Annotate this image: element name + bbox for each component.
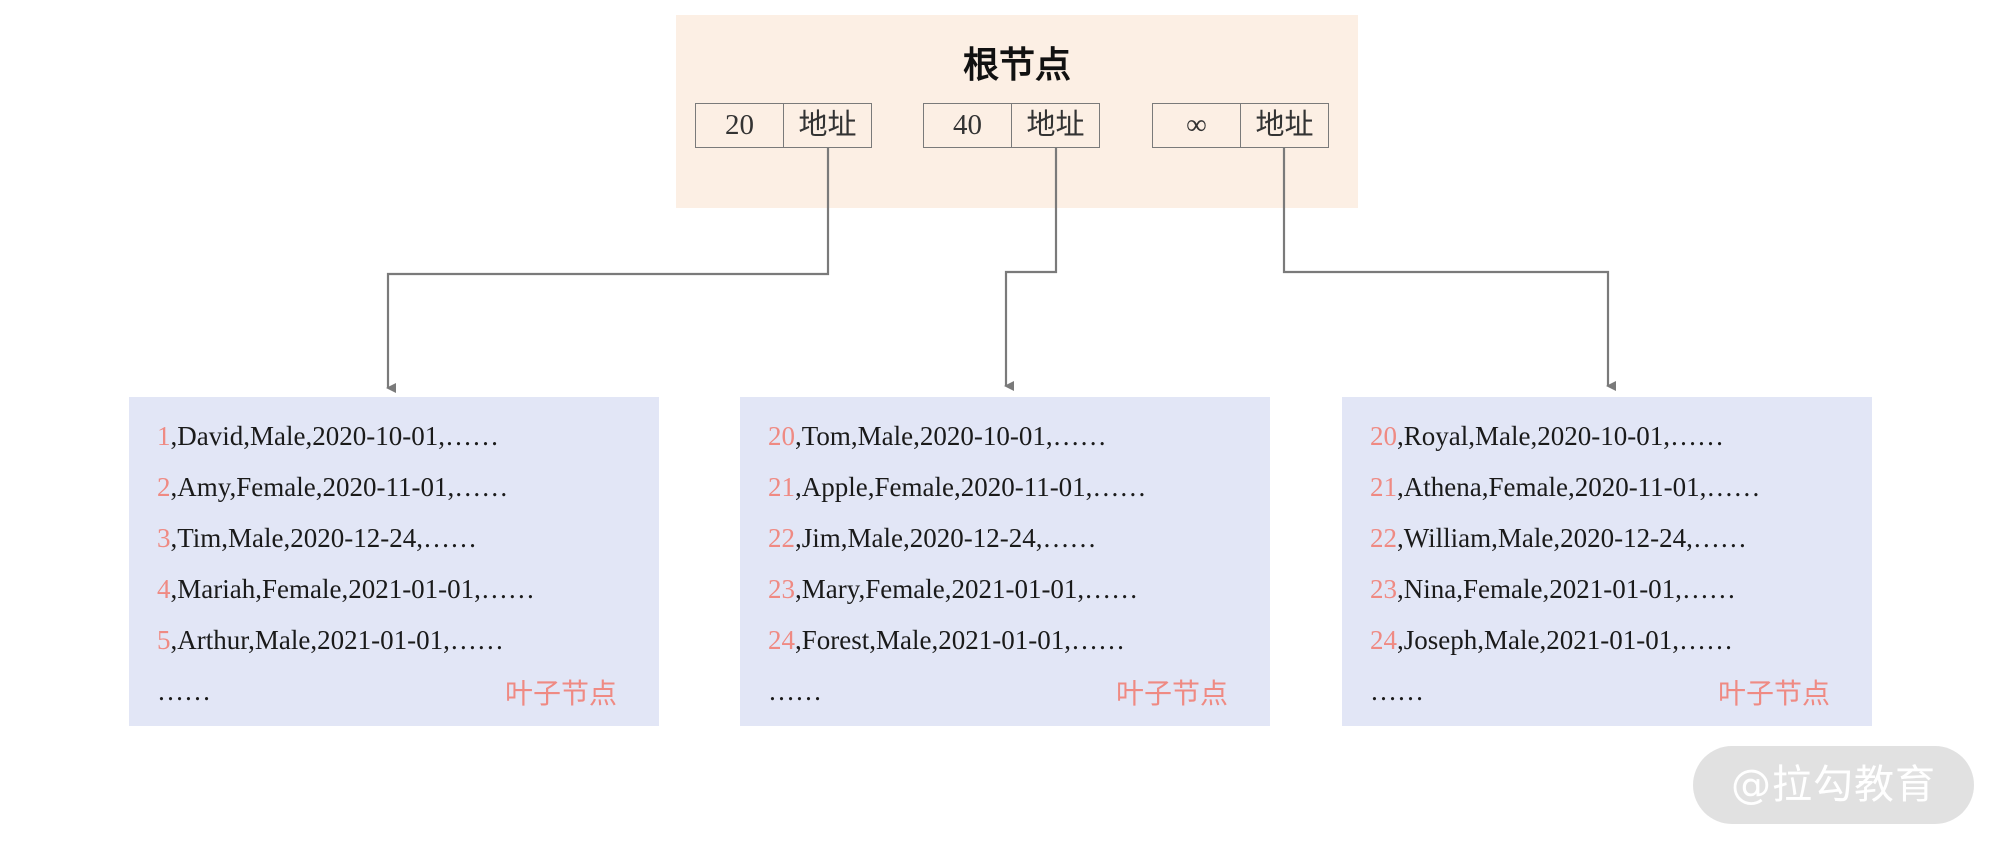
leaf-row: 20,Tom,Male,2020-10-01,……	[768, 411, 1270, 462]
row-id: 22	[768, 523, 795, 553]
leaf-node-label: 叶子节点	[1717, 679, 1830, 710]
root-entry-pointer: 地址	[1241, 103, 1329, 148]
row-values: ,Tim,Male,2020-12-24,……	[170, 523, 478, 553]
leaf-ellipsis: ……	[1370, 676, 1424, 706]
row-id: 1	[157, 421, 171, 451]
leaf-node-3: 20,Royal,Male,2020-10-01,…… 21,Athena,Fe…	[1342, 397, 1872, 726]
row-id: 5	[157, 625, 171, 655]
leaf-row: 24,Joseph,Male,2021-01-01,……	[1370, 615, 1872, 666]
row-values: ,Jim,Male,2020-12-24,……	[795, 523, 1097, 553]
connector-arrow-2	[1004, 148, 1058, 391]
row-id: 3	[157, 523, 171, 553]
leaf-node-2: 20,Tom,Male,2020-10-01,…… 21,Apple,Femal…	[740, 397, 1270, 726]
leaf-row: 3,Tim,Male,2020-12-24,……	[157, 513, 659, 564]
root-entry-key: 40	[923, 103, 1012, 148]
leaf-row: 22,Jim,Male,2020-12-24,……	[768, 513, 1270, 564]
root-entry-1: 20 地址	[695, 103, 872, 148]
root-entry-key: 20	[695, 103, 784, 148]
leaf-row: 20,Royal,Male,2020-10-01,……	[1370, 411, 1872, 462]
row-values: ,Athena,Female,2020-11-01,……	[1397, 472, 1761, 502]
root-node: 根节点 20 地址 40 地址 ∞ 地址	[676, 15, 1358, 208]
row-values: ,Mariah,Female,2021-01-01,……	[170, 574, 535, 604]
row-values: ,Arthur,Male,2021-01-01,……	[170, 625, 504, 655]
root-entry-pointer: 地址	[1012, 103, 1100, 148]
row-values: ,William,Male,2020-12-24,……	[1397, 523, 1747, 553]
row-values: ,Forest,Male,2021-01-01,……	[795, 625, 1125, 655]
row-id: 21	[1370, 472, 1397, 502]
leaf-ellipsis: ……	[157, 676, 211, 706]
row-values: ,Tom,Male,2020-10-01,……	[795, 421, 1107, 451]
row-id: 24	[1370, 625, 1397, 655]
row-id: 2	[157, 472, 171, 502]
root-node-title: 根节点	[962, 45, 1071, 85]
row-values: ,Apple,Female,2020-11-01,……	[795, 472, 1147, 502]
leaf-row: 23,Mary,Female,2021-01-01,……	[768, 564, 1270, 615]
row-id: 23	[1370, 574, 1397, 604]
leaf-row: 21,Athena,Female,2020-11-01,……	[1370, 462, 1872, 513]
root-entry-pointer: 地址	[784, 103, 872, 148]
row-values: ,Amy,Female,2020-11-01,……	[170, 472, 509, 502]
row-id: 24	[768, 625, 795, 655]
root-entry-key: ∞	[1152, 103, 1241, 148]
root-entry-2: 40 地址	[923, 103, 1100, 148]
row-values: ,Mary,Female,2021-01-01,……	[795, 574, 1139, 604]
leaf-row: 22,William,Male,2020-12-24,……	[1370, 513, 1872, 564]
leaf-node-label: 叶子节点	[1115, 679, 1228, 710]
row-values: ,Nina,Female,2021-01-01,……	[1397, 574, 1736, 604]
leaf-row: 24,Forest,Male,2021-01-01,……	[768, 615, 1270, 666]
leaf-node-label: 叶子节点	[504, 679, 617, 710]
row-id: 20	[768, 421, 795, 451]
row-id: 20	[1370, 421, 1397, 451]
row-id: 22	[1370, 523, 1397, 553]
row-id: 21	[768, 472, 795, 502]
leaf-row: 21,Apple,Female,2020-11-01,……	[768, 462, 1270, 513]
leaf-ellipsis: ……	[768, 676, 822, 706]
watermark-badge: @拉勾教育	[1693, 746, 1974, 824]
leaf-row: 1,David,Male,2020-10-01,……	[157, 411, 659, 462]
leaf-node-1: 1,David,Male,2020-10-01,…… 2,Amy,Female,…	[129, 397, 659, 726]
row-id: 4	[157, 574, 171, 604]
leaf-row: 2,Amy,Female,2020-11-01,……	[157, 462, 659, 513]
root-entry-3: ∞ 地址	[1152, 103, 1329, 148]
leaf-row: 5,Arthur,Male,2021-01-01,……	[157, 615, 659, 666]
leaf-row: 4,Mariah,Female,2021-01-01,……	[157, 564, 659, 615]
row-values: ,David,Male,2020-10-01,……	[170, 421, 499, 451]
leaf-row: 23,Nina,Female,2021-01-01,……	[1370, 564, 1872, 615]
row-values: ,Royal,Male,2020-10-01,……	[1397, 421, 1724, 451]
row-values: ,Joseph,Male,2021-01-01,……	[1397, 625, 1733, 655]
connector-arrow-1	[386, 148, 830, 393]
connector-arrow-3	[1282, 148, 1616, 391]
row-id: 23	[768, 574, 795, 604]
